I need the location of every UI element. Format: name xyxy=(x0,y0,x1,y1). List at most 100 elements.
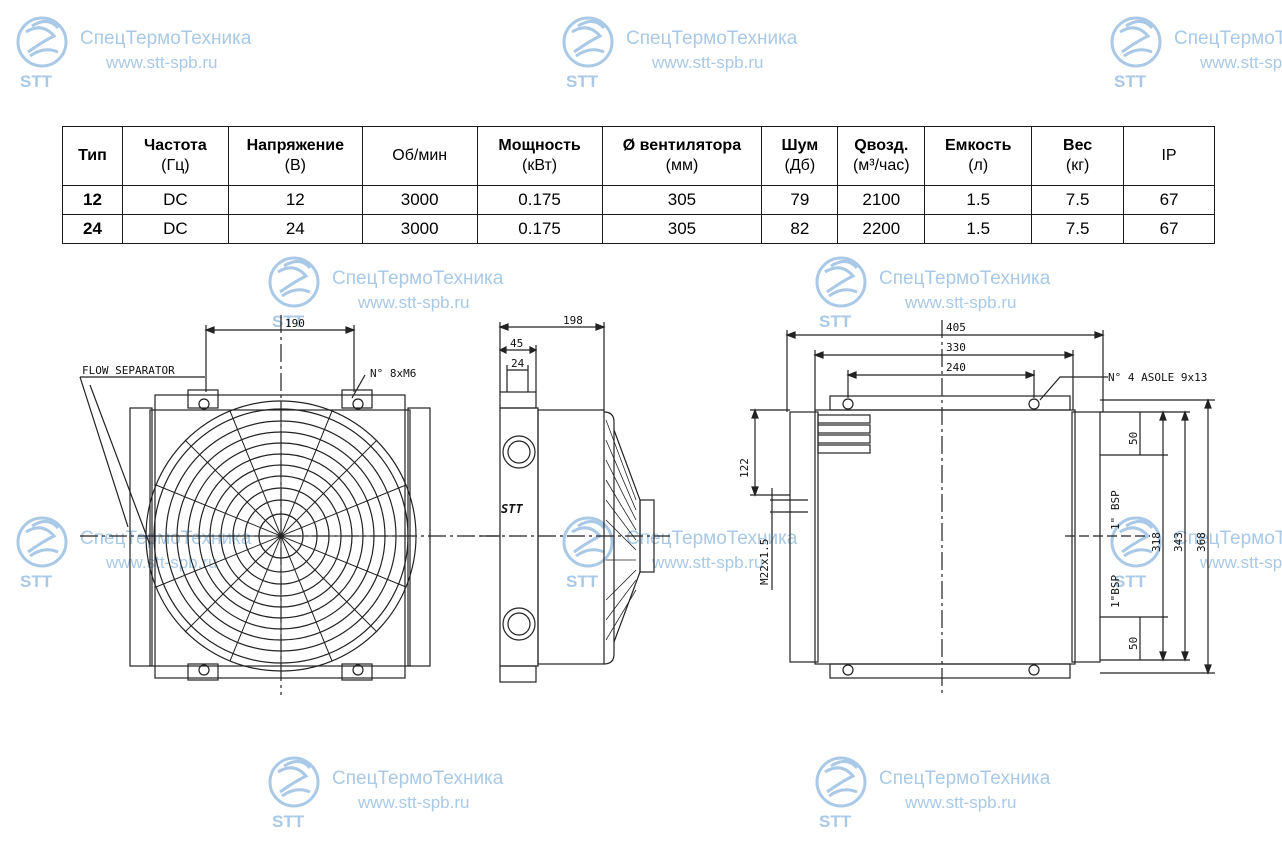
table-cell: 24 xyxy=(227,214,363,244)
watermark: STT СпецТермоТехника www.stt-spb.ru xyxy=(813,252,1093,342)
watermark-company: СпецТермоТехника xyxy=(332,768,504,789)
side-view xyxy=(480,322,670,683)
watermark-company: СпецТермоТехника xyxy=(1174,28,1282,49)
table-cell: 67 xyxy=(1123,214,1215,244)
dim-label: 330 xyxy=(946,341,966,354)
watermark-company: СпецТермоТехника xyxy=(626,28,798,49)
thread-label: M22x1.5 xyxy=(758,539,771,585)
watermark-logo-text: STT xyxy=(819,312,852,331)
table-cell: 1.5 xyxy=(924,214,1033,244)
header-cell: Напряжение(В) xyxy=(227,126,363,186)
table-cell: 7.5 xyxy=(1031,214,1125,244)
stt-logo-icon xyxy=(562,516,614,568)
flow-separator-label: FLOW SEPARATOR xyxy=(82,364,175,377)
watermark-url: www.stt-spb.ru xyxy=(905,793,1017,812)
header-cell: Тип xyxy=(62,126,123,186)
watermark-url: www.stt-spb.ru xyxy=(652,53,764,72)
watermark-url: www.stt-spb.ru xyxy=(106,553,218,572)
watermark-company: СпецТермоТехника xyxy=(879,268,1051,289)
watermark-url: www.stt-spb.ru xyxy=(106,53,218,72)
table-cell: 82 xyxy=(761,214,839,244)
header-cell: Мощность(кВт) xyxy=(476,126,603,186)
watermark: STT СпецТермоТехника www.stt-spb.ru xyxy=(14,12,294,102)
table-cell: 0.175 xyxy=(476,214,603,244)
dim-label: 240 xyxy=(946,361,966,374)
stt-logo-icon xyxy=(16,516,68,568)
stt-logo-icon xyxy=(268,756,320,808)
watermark-url: www.stt-spb.ru xyxy=(905,293,1017,312)
header-cell: Qвозд.(м³/час) xyxy=(837,126,926,186)
port-label: 1"BSP xyxy=(1109,575,1122,608)
table-row: 24 DC 24 3000 0.175 305 82 2200 1.5 7.5 … xyxy=(62,214,1215,244)
table-cell: DC xyxy=(121,214,229,244)
dim-label: 45 xyxy=(510,337,523,350)
table-cell: 2200 xyxy=(837,214,926,244)
dim-label: 318 xyxy=(1150,532,1163,552)
watermark: STT СпецТермоТехника www.stt-spb.ru xyxy=(1108,512,1282,602)
dim-label: 50 xyxy=(1127,432,1140,445)
table-header-row: Тип Частота(Гц) Напряжение(В) Об/мин Мощ… xyxy=(62,126,1215,186)
header-cell: Шум(Дб) xyxy=(761,126,839,186)
watermark-logo-text: STT xyxy=(1114,572,1147,591)
dim-label: 368 xyxy=(1195,532,1208,552)
table-cell: 7.5 xyxy=(1031,185,1125,215)
watermark-logo-text: STT xyxy=(819,812,852,831)
holes-label: N° 8xM6 xyxy=(370,367,416,380)
watermark-logo-text: STT xyxy=(20,72,53,91)
side-logo: STT xyxy=(501,502,523,516)
table-cell: 67 xyxy=(1123,185,1215,215)
slots-label: N° 4 ASOLE 9x13 xyxy=(1108,371,1207,384)
stt-logo-icon xyxy=(16,16,68,68)
header-cell: Вес(кг) xyxy=(1031,126,1125,186)
table-cell: 79 xyxy=(761,185,839,215)
dim-label: 122 xyxy=(738,458,751,478)
watermark: STT СпецТермоТехника www.stt-spb.ru xyxy=(266,252,546,342)
watermark-url: www.stt-spb.ru xyxy=(358,793,470,812)
dim-label: 198 xyxy=(563,314,583,327)
watermark-company: СпецТермоТехника xyxy=(879,768,1051,789)
watermark-url: www.stt-spb.ru xyxy=(652,553,764,572)
watermark-logo-text: STT xyxy=(20,572,53,591)
watermark-url: www.stt-spb.ru xyxy=(1200,53,1282,72)
table-cell: 3000 xyxy=(361,214,478,244)
header-cell: Емкость(л) xyxy=(924,126,1033,186)
stt-logo-icon xyxy=(815,256,867,308)
header-cell: IP xyxy=(1123,126,1215,186)
spec-table: Тип Частота(Гц) Напряжение(В) Об/мин Мощ… xyxy=(62,126,1215,244)
front-view xyxy=(79,315,500,695)
watermark-logo-text: STT xyxy=(272,312,305,331)
dim-label: 190 xyxy=(285,317,305,330)
dim-label: 405 xyxy=(946,321,966,334)
watermark-url: www.stt-spb.ru xyxy=(1200,553,1282,572)
stt-logo-icon xyxy=(268,256,320,308)
watermark-url: www.stt-spb.ru xyxy=(358,293,470,312)
watermark: STT СпецТермоТехника www.stt-spb.ru xyxy=(560,512,840,602)
header-cell: Об/мин xyxy=(361,126,478,186)
watermark: STT СпецТермоТехника www.stt-spb.ru xyxy=(1108,12,1282,102)
watermark: STT СпецТермоТехника www.stt-spb.ru xyxy=(560,12,840,102)
table-cell: 305 xyxy=(601,214,763,244)
table-cell: 24 xyxy=(62,214,123,244)
watermark-company: СпецТермоТехника xyxy=(332,268,504,289)
watermark-company: СпецТермоТехника xyxy=(1174,528,1282,549)
stt-logo-icon xyxy=(815,756,867,808)
stt-logo-icon xyxy=(562,16,614,68)
stt-logo-icon xyxy=(1110,516,1162,568)
rear-view xyxy=(750,320,1215,695)
watermark: STT СпецТермоТехника www.stt-spb.ru xyxy=(266,752,546,842)
watermark-logo-text: STT xyxy=(272,812,305,831)
dim-label: 50 xyxy=(1127,637,1140,650)
port-label: 1" BSP xyxy=(1109,490,1122,530)
table-cell: DC xyxy=(121,185,229,215)
stt-logo-icon xyxy=(1110,16,1162,68)
dim-label: 343 xyxy=(1172,532,1185,552)
dim-label: 24 xyxy=(511,357,525,370)
watermark-company: СпецТермоТехника xyxy=(80,28,252,49)
watermark-logo-text: STT xyxy=(566,572,599,591)
watermark-company: СпецТермоТехника xyxy=(626,528,798,549)
watermark: STT СпецТермоТехника www.stt-spb.ru xyxy=(813,752,1093,842)
table-cell: 305 xyxy=(601,185,763,215)
watermark-logo-text: STT xyxy=(566,72,599,91)
watermark-logo-text: STT xyxy=(1114,72,1147,91)
